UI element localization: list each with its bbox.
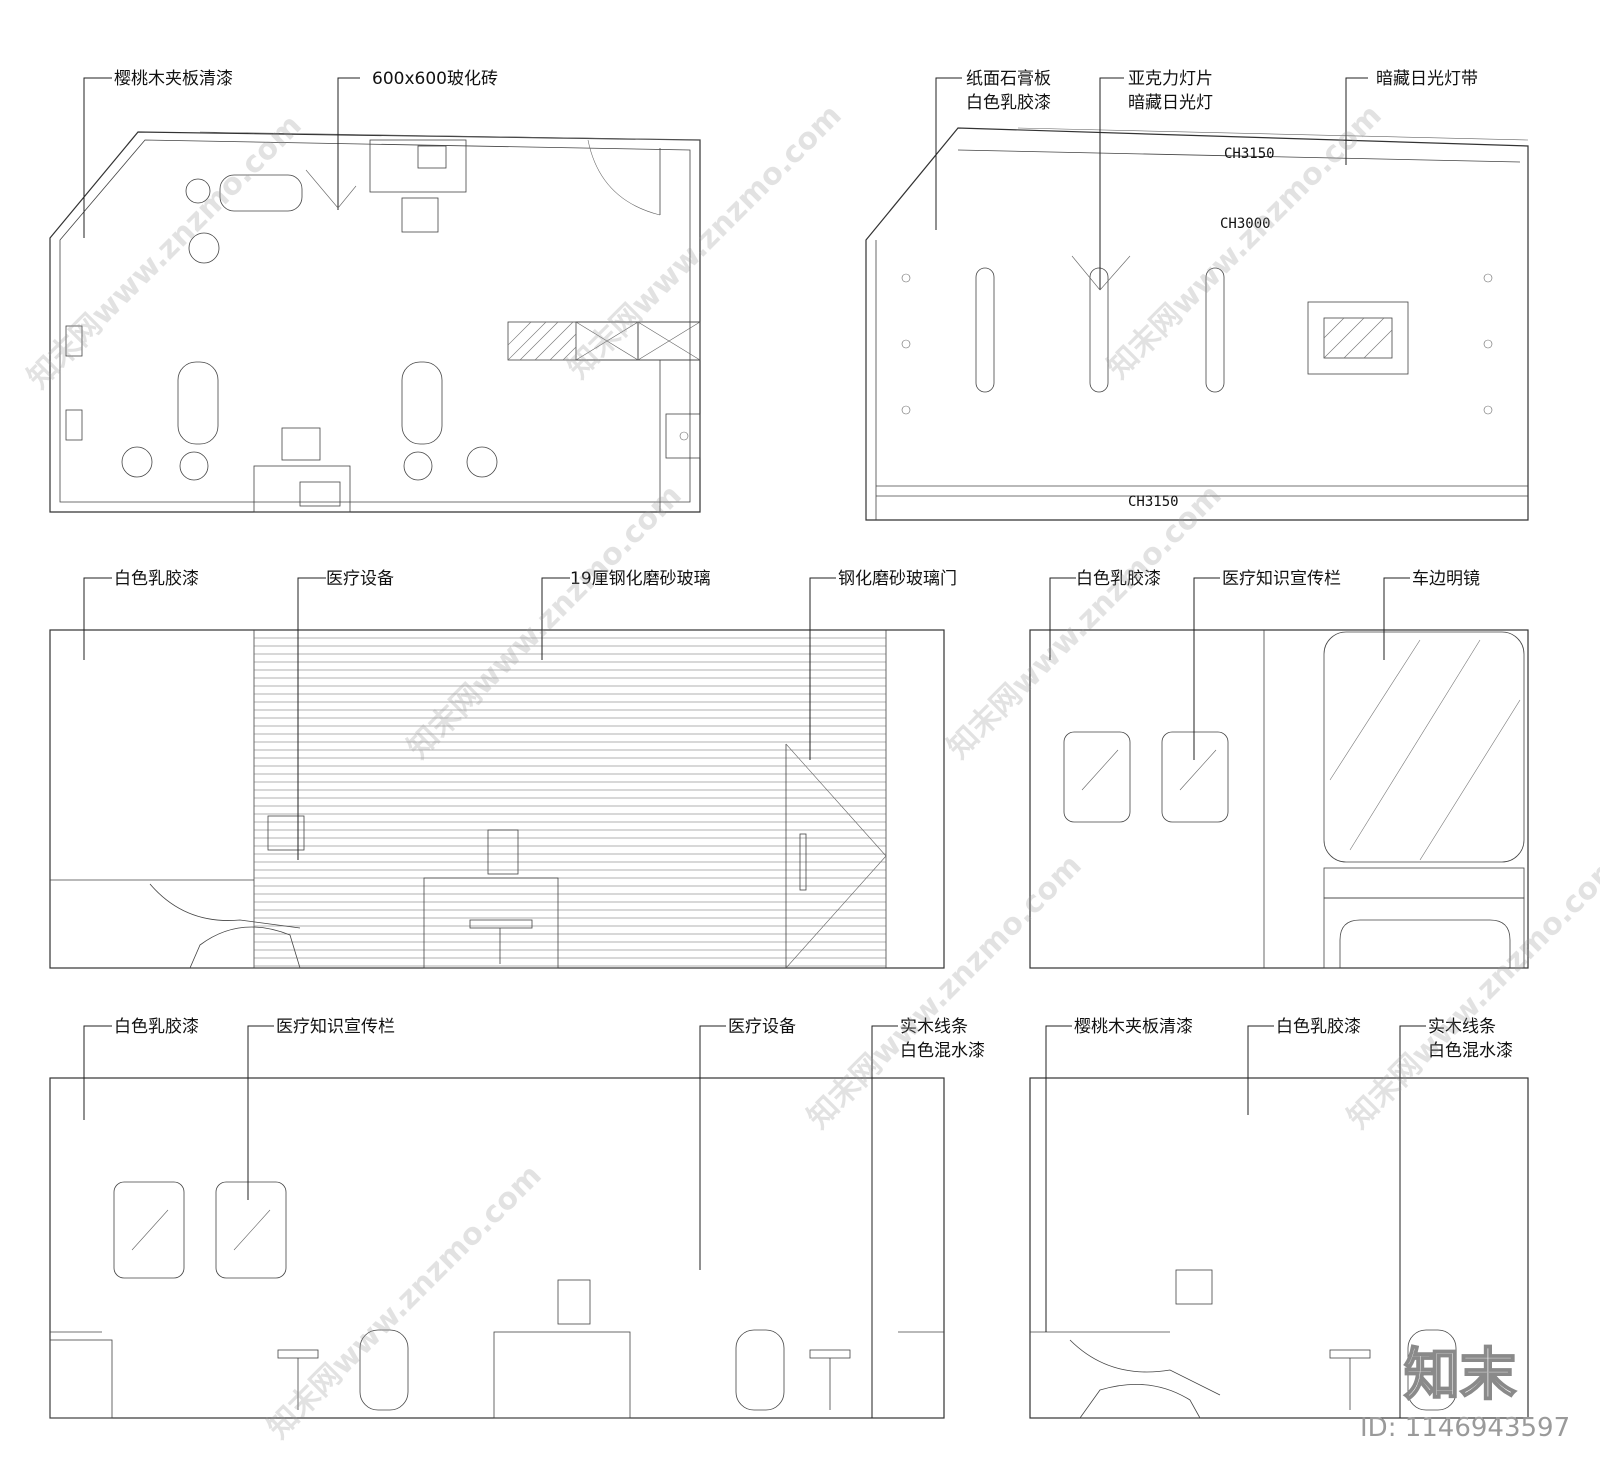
watermark-text: 知末网www.znzmo.com <box>1341 848 1600 1136</box>
label-c-equipment: 医疗设备 <box>728 1017 796 1037</box>
label-gypsum-2: 白色乳胶漆 <box>966 93 1051 113</box>
watermark-logo: 知末 <box>1404 1343 1516 1408</box>
frosted-glass-lines <box>254 637 886 967</box>
label-d-wood-2: 白色混水漆 <box>1428 1041 1513 1061</box>
watermark-id: ID: 1146943597 <box>1360 1413 1570 1443</box>
label-ch-top: CH3150 <box>1224 146 1275 162</box>
label-a-latex: 白色乳胶漆 <box>114 569 199 589</box>
label-gypsum-1: 纸面石膏板 <box>966 68 1051 89</box>
watermark-text: 知末网www.znzmo.com <box>401 478 689 766</box>
watermark-text: 知末网www.znzmo.com <box>941 478 1229 766</box>
label-c-wood-1: 实木线条 <box>900 1017 968 1037</box>
floor-plan <box>49 77 701 513</box>
watermark-text: 知末网www.znzmo.com <box>561 98 849 386</box>
watermark-text: 知末网www.znzmo.com <box>21 108 309 396</box>
elevation-b <box>1029 577 1529 969</box>
label-b-latex: 白色乳胶漆 <box>1076 569 1161 589</box>
ceiling-plan <box>865 77 1529 521</box>
elevation-d <box>1029 1025 1529 1419</box>
elevation-c <box>49 1025 945 1419</box>
elevation-a <box>49 577 945 969</box>
label-light-strip: 暗藏日光灯带 <box>1376 69 1478 89</box>
label-ch-mid: CH3000 <box>1220 216 1271 232</box>
label-c-latex: 白色乳胶漆 <box>114 1017 199 1037</box>
label-c-board: 医疗知识宣传栏 <box>276 1017 395 1037</box>
label-acrylic-1: 亚克力灯片 <box>1128 69 1213 89</box>
label-b-board: 医疗知识宣传栏 <box>1222 569 1341 589</box>
label-a-glass-door: 钢化磨砂玻璃门 <box>838 569 957 589</box>
label-d-wood-1: 实木线条 <box>1428 1017 1496 1037</box>
downlight-group <box>901 273 1493 415</box>
mirror-hatch <box>1329 639 1521 861</box>
label-d-cherry: 樱桃木夹板清漆 <box>1074 1017 1193 1037</box>
watermark-text: 知末网www.znzmo.com <box>801 848 1089 1136</box>
vent-hatch <box>1323 317 1393 359</box>
label-cherry-veneer: 樱桃木夹板清漆 <box>114 69 233 89</box>
label-a-equipment: 医疗设备 <box>326 569 394 589</box>
label-tile: 600x600玻化砖 <box>372 69 498 89</box>
label-acrylic-2: 暗藏日光灯 <box>1128 93 1213 113</box>
label-c-wood-2: 白色混水漆 <box>900 1041 985 1061</box>
label-ch-bottom: CH3150 <box>1128 494 1179 510</box>
label-a-glass: 19厘钢化磨砂玻璃 <box>570 569 711 589</box>
label-d-latex: 白色乳胶漆 <box>1276 1017 1361 1037</box>
counter-hatch <box>507 321 577 361</box>
label-b-mirror: 车边明镜 <box>1412 569 1480 589</box>
watermark-text: 知末网www.znzmo.com <box>1101 98 1389 386</box>
